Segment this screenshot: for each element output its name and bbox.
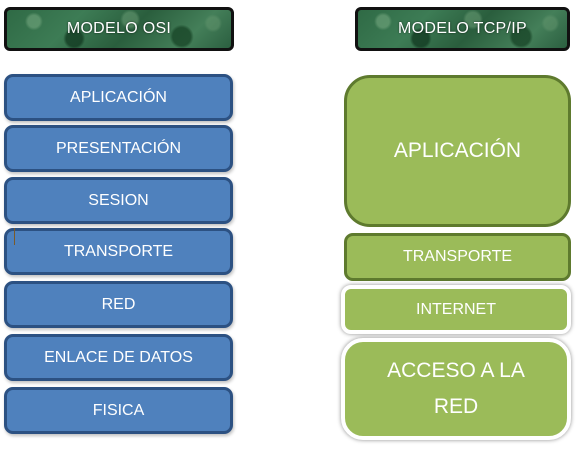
- osi-layer-label: PRESENTACIÓN: [55, 139, 182, 157]
- tcpip-layer-aplicacion: APLICACIÓN: [344, 75, 571, 227]
- tcpip-model-title: MODELO TCP/IP: [398, 20, 527, 37]
- tcpip-layer-label: APLICACIÓN: [393, 139, 522, 162]
- osi-layer-label: TRANSPORTE: [63, 242, 174, 260]
- osi-layer-label: FISICA: [92, 401, 145, 419]
- osi-model-header: MODELO OSI: [4, 7, 234, 51]
- tcpip-layer-acceso-a-la-red: ACCESO A LA RED: [341, 338, 571, 440]
- osi-layer-sesion: SESION: [4, 177, 233, 224]
- osi-layer-fisica: FISICA: [4, 387, 233, 434]
- tcpip-layer-internet: INTERNET: [341, 285, 571, 334]
- osi-layer-transporte: TRANSPORTE: [4, 228, 233, 275]
- osi-layer-red: RED: [4, 281, 233, 328]
- osi-layer-enlace-de-datos: ENLACE DE DATOS: [4, 334, 233, 381]
- osi-layer-label: ENLACE DE DATOS: [44, 348, 193, 366]
- tcpip-layer-label: TRANSPORTE: [402, 248, 513, 265]
- tcpip-layer-transporte: TRANSPORTE: [344, 233, 571, 281]
- tcpip-model-header: MODELO TCP/IP: [355, 7, 570, 51]
- osi-model-title: MODELO OSI: [66, 20, 172, 37]
- osi-layer-label: SESION: [88, 191, 149, 209]
- tcpip-layer-label: INTERNET: [416, 300, 496, 318]
- text-cursor-mark: [14, 228, 15, 245]
- osi-layer-label: APLICACIÓN: [70, 88, 167, 106]
- tcpip-layer-label: ACCESO A LA RED: [387, 359, 525, 418]
- osi-layer-label: RED: [101, 295, 136, 313]
- osi-layer-presentacion: PRESENTACIÓN: [4, 125, 233, 172]
- osi-layer-aplicacion: APLICACIÓN: [4, 74, 233, 121]
